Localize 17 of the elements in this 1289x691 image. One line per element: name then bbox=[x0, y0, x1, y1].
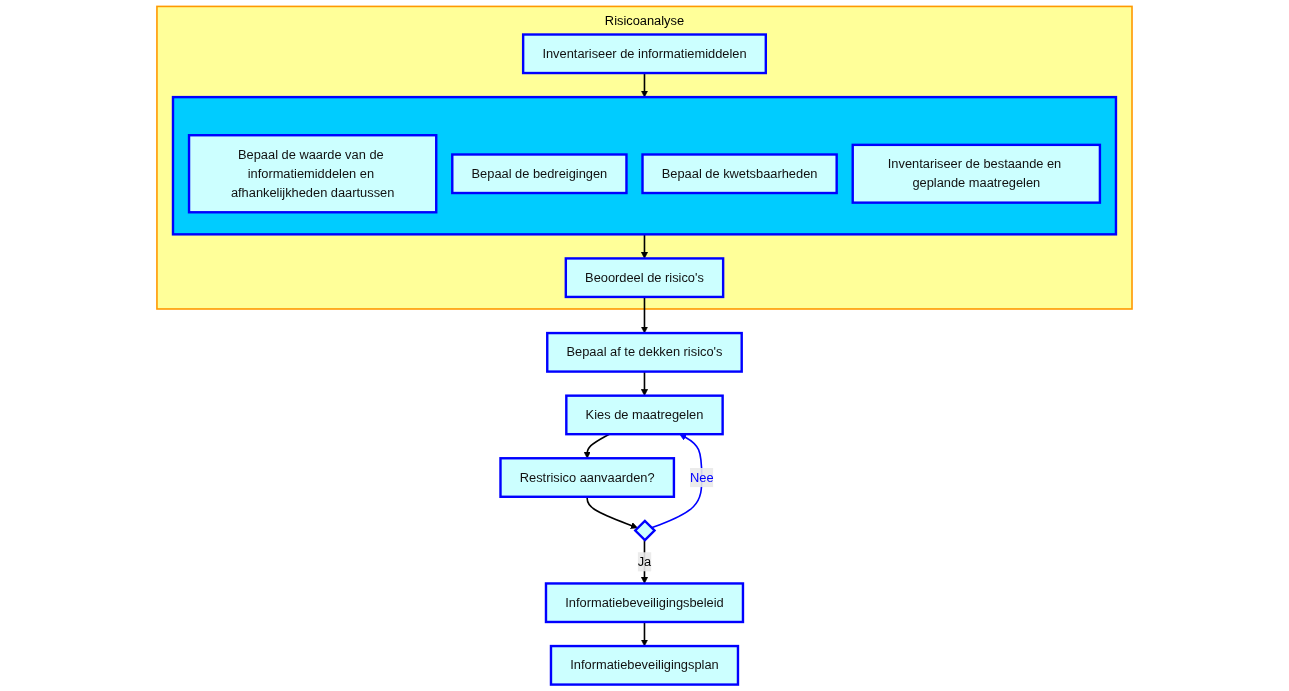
edge-label: Ja bbox=[637, 554, 652, 569]
node-box: Inventariseer de informatiemiddelen bbox=[521, 33, 768, 75]
node-box: Bepaal de bedreigingen bbox=[451, 153, 628, 195]
node-box: Bepaal de waarde van de informatiemiddelen en afhankelijkheden daartussen bbox=[187, 134, 438, 214]
node-box: Beoordeel de risico's bbox=[564, 257, 725, 299]
node-box: Informatiebeveiligingsbeleid bbox=[544, 582, 745, 624]
node-box: Kies de maatregelen bbox=[565, 394, 724, 436]
node-diamond bbox=[633, 519, 657, 542]
node-box: Inventariseer de bestaande en geplande maatregelen bbox=[851, 143, 1102, 204]
node-box: Informatiebeveiligingsplan bbox=[549, 644, 740, 686]
edge-label: Nee bbox=[689, 470, 714, 484]
node-box: Bepaal af te dekken risico's bbox=[546, 331, 743, 373]
arrow bbox=[640, 621, 648, 647]
node-box: Bepaal de kwetsbaarheden bbox=[641, 153, 838, 195]
cluster bbox=[171, 95, 1118, 236]
node-box: Restrisico aanvaarden? bbox=[499, 457, 676, 498]
arrow bbox=[640, 296, 648, 334]
